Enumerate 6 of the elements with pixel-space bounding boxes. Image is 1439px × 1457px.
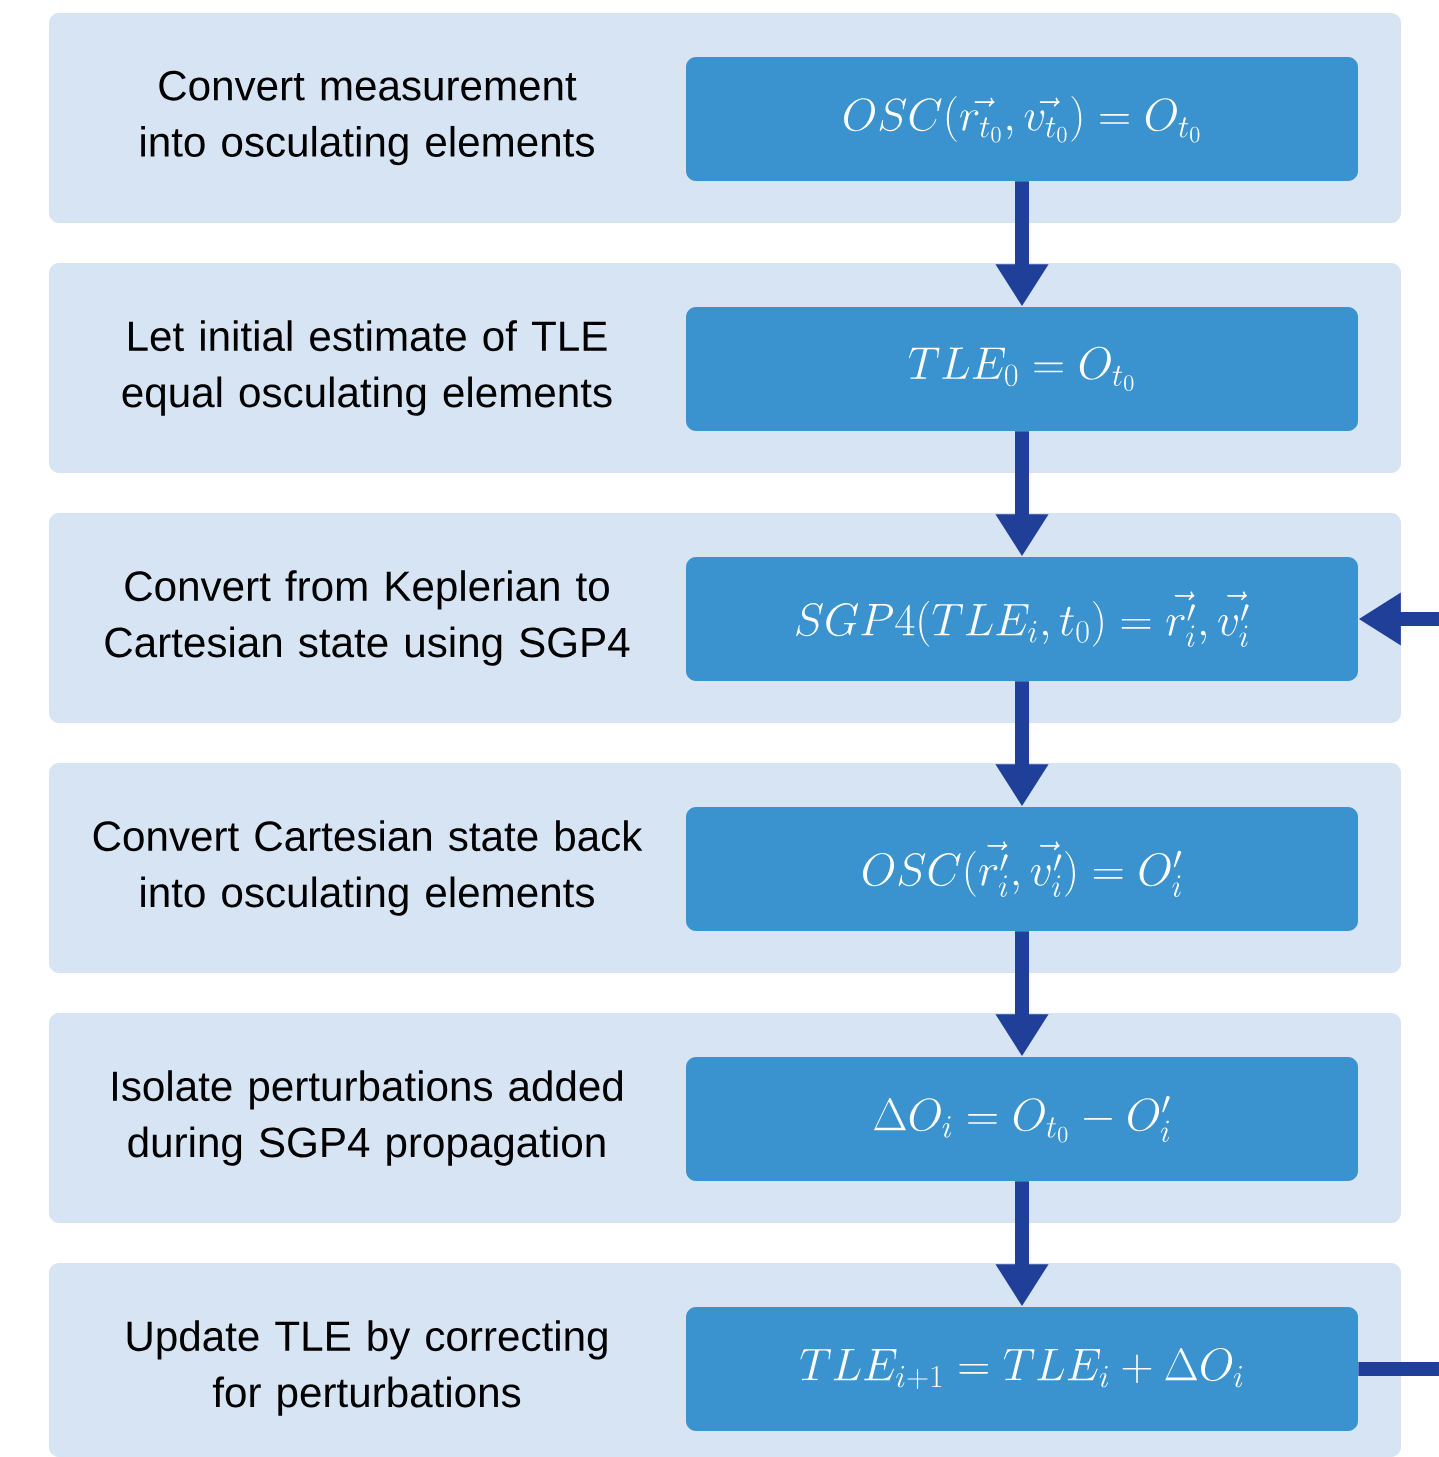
formula-box: $SGP4(TLE_i, t_0) = \vec{r'_i}, \vec{v'_i}$	[686, 557, 1358, 681]
formula-box: $TLE_0 = O_{t_0}$	[686, 307, 1358, 431]
formula-box: $OSC(\vec{r_{t_0}}, \vec{v_{t_0}}) = O_{t_0}$	[686, 57, 1358, 181]
formula-box: $TLE_{i+1} = TLE_i + \Delta O_i$	[686, 1307, 1358, 1431]
formula-box: $\Delta O_i = O_{t_0} - O'_i$	[686, 1057, 1358, 1181]
formula-box: $OSC(\vec{r'_i}, \vec{v'_i}) = O'_i$	[686, 807, 1358, 931]
